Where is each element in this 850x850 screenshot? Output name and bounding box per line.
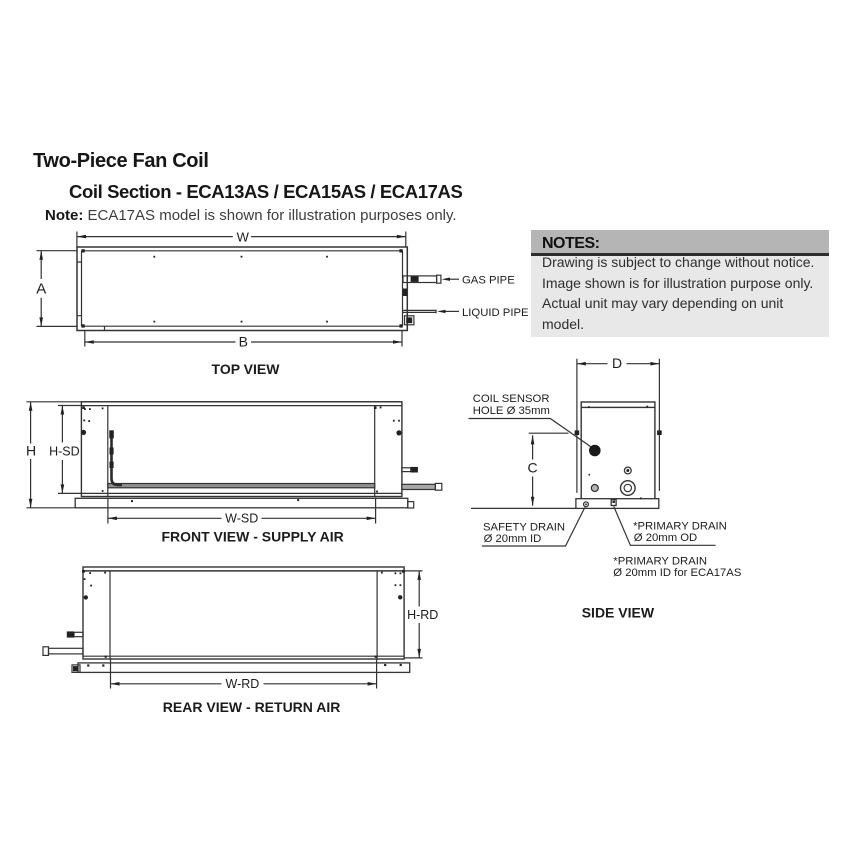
svg-text:W-SD: W-SD	[225, 512, 258, 526]
svg-text:Ø 20mm OD: Ø 20mm OD	[634, 532, 697, 544]
svg-text:COIL SENSOR: COIL SENSOR	[473, 393, 550, 405]
svg-text:Ø 20mm ID: Ø 20mm ID	[484, 533, 542, 545]
svg-text:REAR VIEW - RETURN AIR: REAR VIEW - RETURN AIR	[163, 699, 341, 715]
svg-text:SAFETY DRAIN: SAFETY DRAIN	[483, 522, 565, 534]
svg-text:H-SD: H-SD	[49, 444, 80, 458]
svg-text:C: C	[528, 459, 538, 475]
svg-text:GAS PIPE: GAS PIPE	[462, 274, 515, 286]
svg-text:A: A	[36, 280, 46, 297]
svg-text:H: H	[26, 443, 36, 459]
svg-text:W: W	[237, 229, 250, 244]
svg-text:D: D	[612, 355, 622, 371]
svg-text:FRONT VIEW - SUPPLY AIR: FRONT VIEW - SUPPLY AIR	[161, 528, 343, 544]
svg-text:SIDE VIEW: SIDE VIEW	[582, 605, 655, 621]
svg-text:*PRIMARY DRAIN: *PRIMARY DRAIN	[613, 556, 707, 568]
svg-text:*PRIMARY DRAIN: *PRIMARY DRAIN	[633, 521, 727, 533]
svg-text:B: B	[239, 334, 248, 350]
svg-text:TOP VIEW: TOP VIEW	[212, 361, 281, 377]
svg-text:W-RD: W-RD	[226, 677, 260, 691]
svg-text:H-RD: H-RD	[407, 608, 438, 622]
svg-text:Ø 20mm ID for ECA17AS: Ø 20mm ID for ECA17AS	[613, 567, 742, 579]
svg-text:HOLE Ø 35mm: HOLE Ø 35mm	[473, 405, 550, 417]
svg-text:LIQUID PIPE: LIQUID PIPE	[462, 307, 529, 319]
